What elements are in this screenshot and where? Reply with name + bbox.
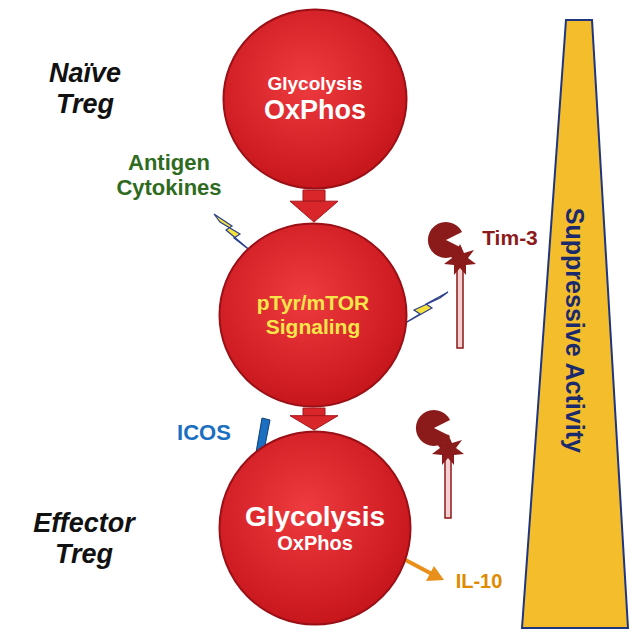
activity-wedge — [522, 20, 628, 628]
stimulus-label: Antigen Cytokines — [110, 150, 228, 201]
receptor-stem — [457, 258, 463, 348]
receptor-label: ICOS — [172, 420, 236, 445]
lightning-bolt — [214, 214, 252, 252]
node-text: Glycolysis — [245, 501, 385, 532]
stage-circle: pTyr/mTOR Signaling — [218, 222, 408, 408]
stage-title: Effector Treg — [14, 508, 154, 570]
cytokine-label: IL-10 — [444, 570, 514, 593]
stage-circle: GlycolysisOxPhos — [222, 8, 408, 190]
node-text: pTyr/mTOR Signaling — [243, 291, 383, 338]
block-arrow — [290, 190, 338, 222]
axis-label: Suppressive Activity — [561, 170, 590, 490]
receptor-head — [428, 222, 462, 258]
block-arrow — [290, 408, 338, 430]
stage-circle: GlycolysisOxPhos — [218, 430, 412, 626]
secretion-arrowhead — [426, 566, 444, 581]
receptor-label: Tim-3 — [478, 226, 542, 250]
node-text: Glycolysis — [267, 73, 362, 94]
receptor-head — [416, 410, 450, 446]
node-text: OxPhos — [277, 532, 353, 554]
stage-title: Naïve Treg — [30, 58, 140, 120]
node-text: OxPhos — [264, 95, 366, 125]
